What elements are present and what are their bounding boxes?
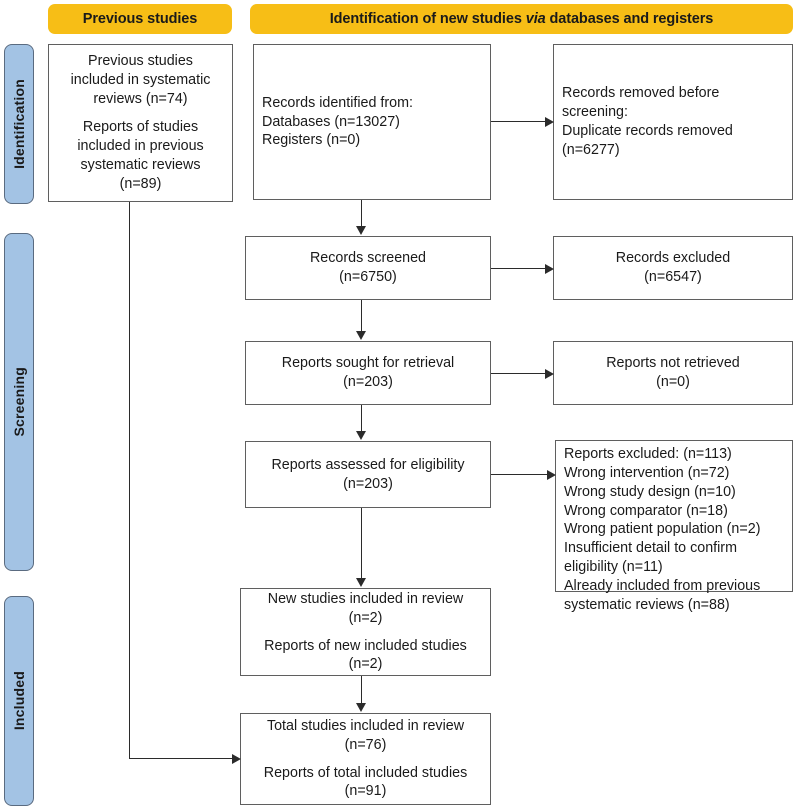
box-reports-assessed-text: Reports assessed for eligibility (n=203) — [271, 456, 465, 492]
connector-assessed-to-new-included — [361, 508, 363, 579]
stage-label-included: Included — [11, 671, 27, 731]
header-new-studies-emphasis: via — [525, 10, 546, 27]
arrowhead-identified-to-removed — [545, 116, 554, 127]
arrowhead-assessed-to-new-included — [356, 578, 366, 587]
arrowhead-previous-to-total-included — [232, 753, 241, 764]
box-total-studies-included-text-2: Reports of total included studies (n=91) — [263, 764, 468, 800]
box-reports-excluded-text: Reports excluded: (n=113) Wrong interven… — [564, 446, 761, 613]
box-reports-sought-text: Reports sought for retrieval (n=203) — [281, 355, 455, 390]
connector-assessed-to-excluded — [491, 474, 548, 476]
box-reports-assessed: Reports assessed for eligibility (n=203) — [245, 441, 491, 508]
box-previous-studies-text-1: Previous studies included in systematic … — [70, 53, 211, 108]
stage-label-identification: Identification — [11, 79, 27, 169]
arrowhead-identified-to-screened — [356, 226, 366, 235]
box-records-identified-text: Records identified from: Databases (n=13… — [262, 94, 413, 149]
header-new-studies: Identification of new studies via databa… — [250, 4, 793, 34]
box-reports-not-retrieved-text: Reports not retrieved (n=0) — [606, 355, 740, 390]
box-records-excluded: Records excluded (n=6547) — [553, 236, 793, 300]
box-reports-sought: Reports sought for retrieval (n=203) — [245, 341, 491, 405]
box-reports-excluded: Reports excluded: (n=113) Wrong interven… — [555, 440, 793, 613]
stage-bar-included: Included — [4, 596, 34, 806]
connector-previous-vertical — [129, 202, 131, 759]
connector-screened-to-sought — [361, 300, 363, 332]
header-new-studies-pre: Identification of new studies — [329, 10, 526, 27]
box-total-studies-included-text-1: Total studies included in review (n=76) — [266, 717, 465, 753]
box-previous-studies: Previous studies included in systematic … — [48, 44, 233, 202]
stage-bar-identification: Identification — [4, 44, 34, 204]
box-records-excluded-text: Records excluded (n=6547) — [615, 250, 731, 285]
box-records-identified: Records identified from: Databases (n=13… — [253, 44, 491, 200]
header-previous-studies: Previous studies — [48, 4, 232, 34]
connector-identified-to-removed — [491, 121, 546, 123]
arrowhead-screened-to-sought — [356, 331, 366, 340]
box-new-studies-included-text-2: Reports of new included studies (n=2) — [264, 637, 467, 673]
arrowhead-sought-to-not-retrieved — [545, 368, 554, 379]
arrowhead-screened-to-excluded — [545, 263, 554, 274]
box-new-studies-included-text-1: New studies included in review (n=2) — [267, 590, 464, 626]
connector-identified-to-screened — [361, 200, 363, 227]
box-previous-studies-text-2: Reports of studies included in previous … — [77, 119, 204, 192]
box-records-removed-text: Records removed before screening: Duplic… — [562, 85, 733, 158]
connector-sought-to-assessed — [361, 405, 363, 432]
header-previous-studies-label: Previous studies — [82, 10, 198, 27]
connector-previous-horizontal — [129, 758, 233, 760]
box-new-studies-included: New studies included in review (n=2) Rep… — [240, 588, 491, 676]
arrowhead-new-to-total-included — [356, 703, 366, 712]
header-new-studies-post: databases and registers — [545, 10, 714, 27]
box-total-studies-included: Total studies included in review (n=76) … — [240, 713, 491, 805]
arrowhead-sought-to-assessed — [356, 431, 366, 440]
connector-screened-to-excluded — [491, 268, 546, 270]
stage-bar-screening: Screening — [4, 233, 34, 571]
box-reports-not-retrieved: Reports not retrieved (n=0) — [553, 341, 793, 405]
box-records-screened-text: Records screened (n=6750) — [309, 250, 427, 285]
box-records-screened: Records screened (n=6750) — [245, 236, 491, 300]
header-new-studies-label: Identification of new studies via databa… — [330, 11, 714, 28]
box-records-removed: Records removed before screening: Duplic… — [553, 44, 793, 200]
connector-sought-to-not-retrieved — [491, 373, 546, 375]
connector-new-to-total-included — [361, 676, 363, 704]
stage-label-screening: Screening — [11, 367, 27, 437]
arrowhead-assessed-to-excluded — [547, 469, 556, 480]
